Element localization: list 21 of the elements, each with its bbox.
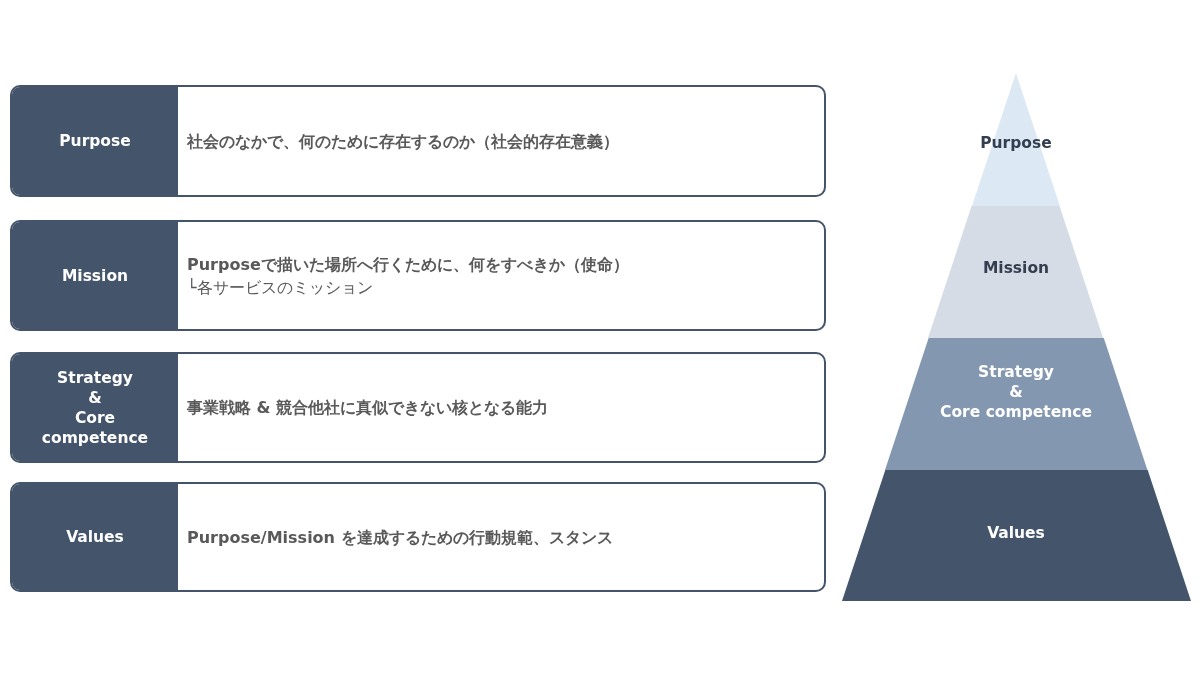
tier-label: Mission <box>982 258 1050 278</box>
tier-label: Purpose <box>980 133 1052 153</box>
heading-panel <box>12 87 178 195</box>
heading-panel <box>12 222 178 329</box>
heading-text: Mission <box>61 265 129 286</box>
heading-text: Strategy & Core competence <box>41 367 149 448</box>
heading-panel <box>12 484 178 590</box>
note-text: └各サービスのミッション <box>187 276 373 299</box>
statement-text: Purpose/Mission を達成するための行動規範、スタンス <box>187 526 613 549</box>
statement-text: Purposeで描いた場所へ行くために、何をすべきか（使命） <box>187 253 629 276</box>
heading-text: Purpose <box>59 131 131 151</box>
tier-label: Strategy & Core competence <box>940 362 1092 422</box>
heading-text: Values <box>66 527 124 547</box>
statement-box <box>10 85 826 197</box>
heading-panel <box>12 354 178 461</box>
statement-box <box>10 220 826 331</box>
tier-label: Values <box>987 523 1045 543</box>
statement-box <box>10 352 826 463</box>
statement-text: 事業戦略 & 競合他社に真似できない核となる能力 <box>187 397 549 419</box>
statement-box <box>10 482 826 592</box>
statement-text: 社会のなかで、何のために存在するのか（社会的存在意義） <box>187 130 619 153</box>
